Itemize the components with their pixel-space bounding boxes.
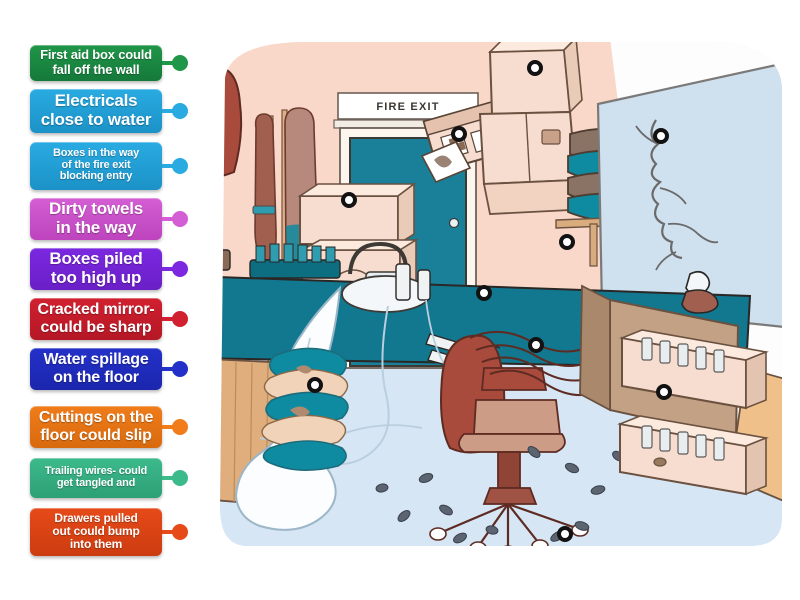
- marker-water-spillage[interactable]: [476, 285, 492, 301]
- label-connector-line-boxes-fire-exit: [162, 164, 178, 168]
- label-connector-line-cuttings-floor: [162, 425, 178, 429]
- fire-exit-sign-text: FIRE EXIT: [376, 101, 439, 113]
- label-connector-dot-electricals-water[interactable]: [172, 103, 188, 119]
- label-connector-dot-boxes-piled[interactable]: [172, 261, 188, 277]
- label-connector-dot-boxes-fire-exit[interactable]: [172, 158, 188, 174]
- label-connector-dot-first-aid-box[interactable]: [172, 55, 188, 71]
- marker-boxes-piled[interactable]: [527, 60, 543, 76]
- hazard-label-cracked-mirror[interactable]: Cracked mirror-could be sharp: [30, 298, 162, 340]
- label-connector-dot-drawers-pulled-out[interactable]: [172, 524, 188, 540]
- label-connector-line-trailing-wires: [162, 476, 178, 480]
- marker-trailing-wires[interactable]: [528, 337, 544, 353]
- label-connector-line-electricals-water: [162, 109, 178, 113]
- label-connector-dot-water-spillage[interactable]: [172, 361, 188, 377]
- hazard-label-text: Cracked mirror-could be sharp: [37, 301, 155, 336]
- label-connector-line-water-spillage: [162, 367, 178, 371]
- label-connector-line-boxes-piled: [162, 267, 178, 271]
- marker-cracked-mirror[interactable]: [653, 128, 669, 144]
- hazard-label-row-cracked-mirror[interactable]: Cracked mirror-could be sharp: [0, 298, 190, 340]
- scene-artwork: FIRE EXIT: [220, 42, 782, 546]
- label-connector-dot-dirty-towels[interactable]: [172, 211, 188, 227]
- marker-dirty-towels[interactable]: [307, 377, 323, 393]
- marker-first-aid-box[interactable]: [451, 126, 467, 142]
- label-connector-line-cracked-mirror: [162, 317, 178, 321]
- label-connector-line-drawers-pulled-out: [162, 530, 178, 534]
- marker-cuttings[interactable]: [557, 526, 573, 542]
- label-connector-line-dirty-towels: [162, 217, 178, 221]
- marker-boxes-fire-exit[interactable]: [341, 192, 357, 208]
- marker-electricals[interactable]: [559, 234, 575, 250]
- label-connector-dot-trailing-wires[interactable]: [172, 470, 188, 486]
- label-connector-dot-cracked-mirror[interactable]: [172, 311, 188, 327]
- label-connector-line-first-aid-box: [162, 61, 178, 65]
- marker-drawers[interactable]: [656, 384, 672, 400]
- office-hazard-illustration: FIRE EXIT: [190, 38, 800, 568]
- label-connector-dot-cuttings-floor[interactable]: [172, 419, 188, 435]
